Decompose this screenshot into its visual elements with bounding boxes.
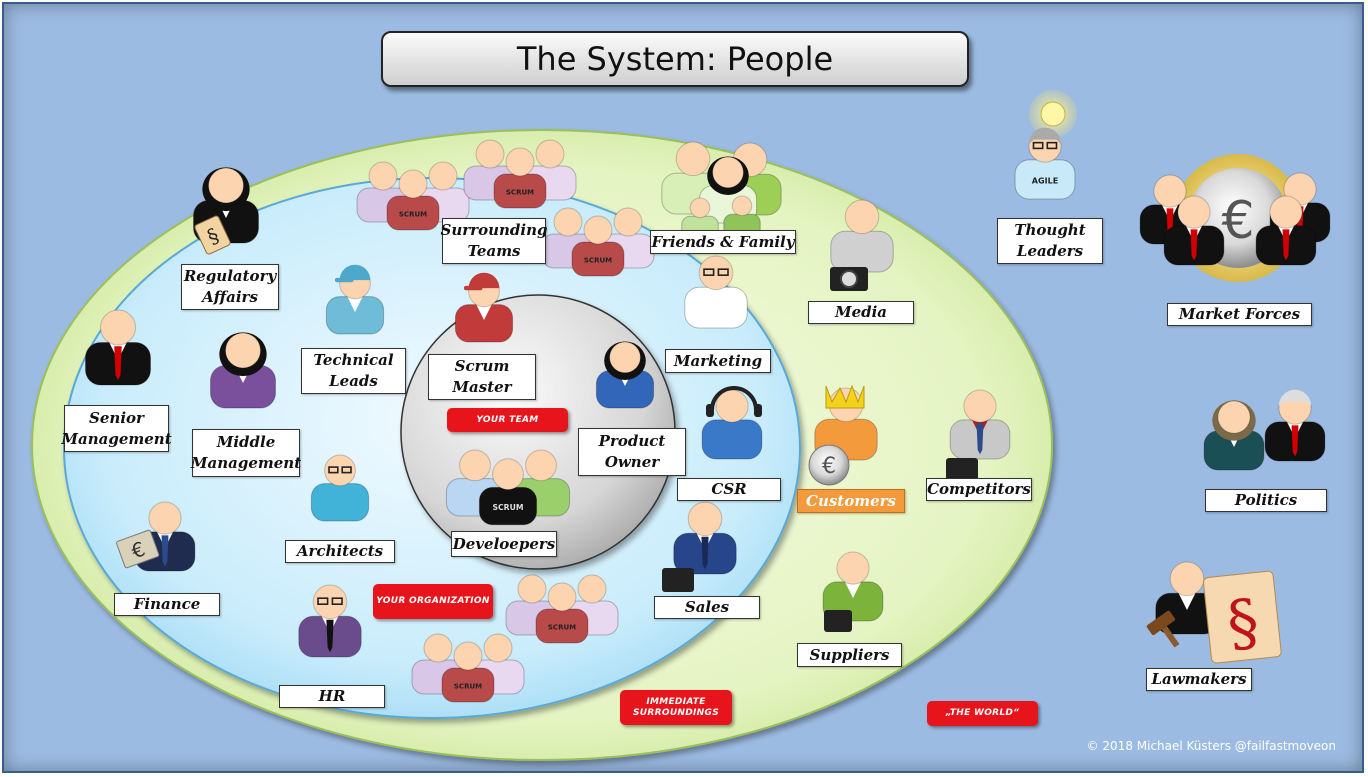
- team-group-5-person-3-shirt-text: SCRUM: [454, 682, 482, 690]
- team-group-2-person-3-shirt-text: SCRUM: [506, 188, 534, 196]
- team-group-3-person-3-shirt-text: SCRUM: [584, 256, 612, 264]
- architects-person: [310, 454, 370, 522]
- label-market-forces: Market Forces: [1167, 303, 1312, 326]
- gavel-icon: [1146, 610, 1180, 648]
- scrum-master-person: [454, 272, 514, 343]
- tag-immediate-surroundings: IMMEDIATE SURROUNDINGS: [620, 690, 732, 725]
- senior-management-person: [85, 309, 151, 386]
- team-group-1-person-3: SCRUM: [386, 169, 440, 231]
- camera-icon: [830, 267, 868, 291]
- csr-person: [701, 389, 763, 460]
- crown-icon: [825, 384, 865, 409]
- label-customers: Customers: [797, 489, 905, 513]
- label-hr: HR: [279, 685, 385, 708]
- middle-management-person: [210, 332, 276, 409]
- regulatory-scroll-icon: §: [194, 215, 231, 255]
- suppliers-briefcase-icon: [824, 610, 852, 632]
- developers-group-person-3: SCRUM: [478, 458, 538, 526]
- label-politics: Politics: [1205, 489, 1327, 512]
- label-suppliers: Suppliers: [797, 643, 902, 667]
- svg-text:§: §: [1224, 585, 1262, 661]
- team-group-4-person-3-shirt-text: SCRUM: [548, 623, 576, 631]
- team-group-3-person-3: SCRUM: [571, 215, 625, 277]
- label-middle-management: Middle Management: [191, 429, 301, 477]
- developers-group-person-3-shirt-text: SCRUM: [493, 503, 524, 512]
- label-marketing: Marketing: [665, 349, 771, 373]
- label-thought-leaders: Thought Leaders: [997, 218, 1103, 264]
- tag-your-organization: YOUR ORGANIZATION: [373, 584, 493, 619]
- market-euro-icon: €: [1221, 191, 1254, 251]
- copyright-notice: © 2018 Michael Küsters @failfastmoveon: [1086, 739, 1336, 753]
- marketing-person: [684, 255, 748, 329]
- label-architects: Architects: [285, 540, 395, 563]
- hr-person: [298, 584, 362, 658]
- competitors-person: [949, 389, 1011, 460]
- sales-person: [673, 501, 737, 575]
- label-competitors: Competitors: [926, 478, 1032, 501]
- tag-the-world: „THE WORLD“: [927, 701, 1038, 726]
- page-title: The System: People: [381, 31, 969, 87]
- label-develoepers: Develoepers: [451, 531, 557, 557]
- thought-leader-person-shirt-text: AGILE: [1032, 176, 1058, 185]
- team-group-1-person-3-shirt-text: SCRUM: [399, 210, 427, 218]
- label-finance: Finance: [114, 593, 220, 616]
- finance-money-icon: €: [116, 529, 160, 569]
- media-person: [830, 199, 894, 273]
- label-surrounding-teams: Surrounding Teams: [441, 218, 547, 264]
- label-scrum-master: Scrum Master: [428, 354, 536, 400]
- label-technical-leads: Technical Leads: [301, 348, 406, 394]
- lightbulb-icon: [1040, 101, 1066, 127]
- team-group-4-person-3: SCRUM: [535, 582, 589, 644]
- politics-person-2: [1264, 389, 1326, 462]
- label-friends-family: Friends & Family: [650, 230, 796, 254]
- customers-coin-icon: €: [808, 444, 850, 486]
- technical-leads-person: [325, 264, 385, 335]
- label-lawmakers: Lawmakers: [1146, 668, 1252, 691]
- tag-your-team: YOUR TEAM: [447, 408, 568, 432]
- politics-person-1: [1203, 400, 1265, 471]
- competitors-briefcase-icon: [946, 458, 978, 482]
- label-product-owner: Product Owner: [578, 428, 686, 476]
- market-person-4: [1255, 195, 1317, 266]
- team-group-2-person-3: SCRUM: [493, 147, 547, 209]
- team-group-5-person-3: SCRUM: [441, 641, 495, 703]
- label-csr: CSR: [677, 478, 781, 501]
- label-sales: Sales: [654, 596, 760, 619]
- svg-text:€: €: [822, 454, 836, 479]
- headset-icon: [706, 386, 762, 417]
- product-owner-person: [595, 341, 655, 409]
- thought-leader-person: AGILE: [1014, 127, 1076, 200]
- market-person-3: [1163, 195, 1225, 266]
- sales-briefcase-icon: [662, 568, 694, 592]
- label-media: Media: [808, 301, 914, 324]
- label-senior-management: Senior Management: [61, 405, 172, 452]
- label-regulatory-affairs: Regulatory Affairs: [181, 264, 279, 310]
- lawmakers-scroll-icon: §: [1202, 570, 1282, 664]
